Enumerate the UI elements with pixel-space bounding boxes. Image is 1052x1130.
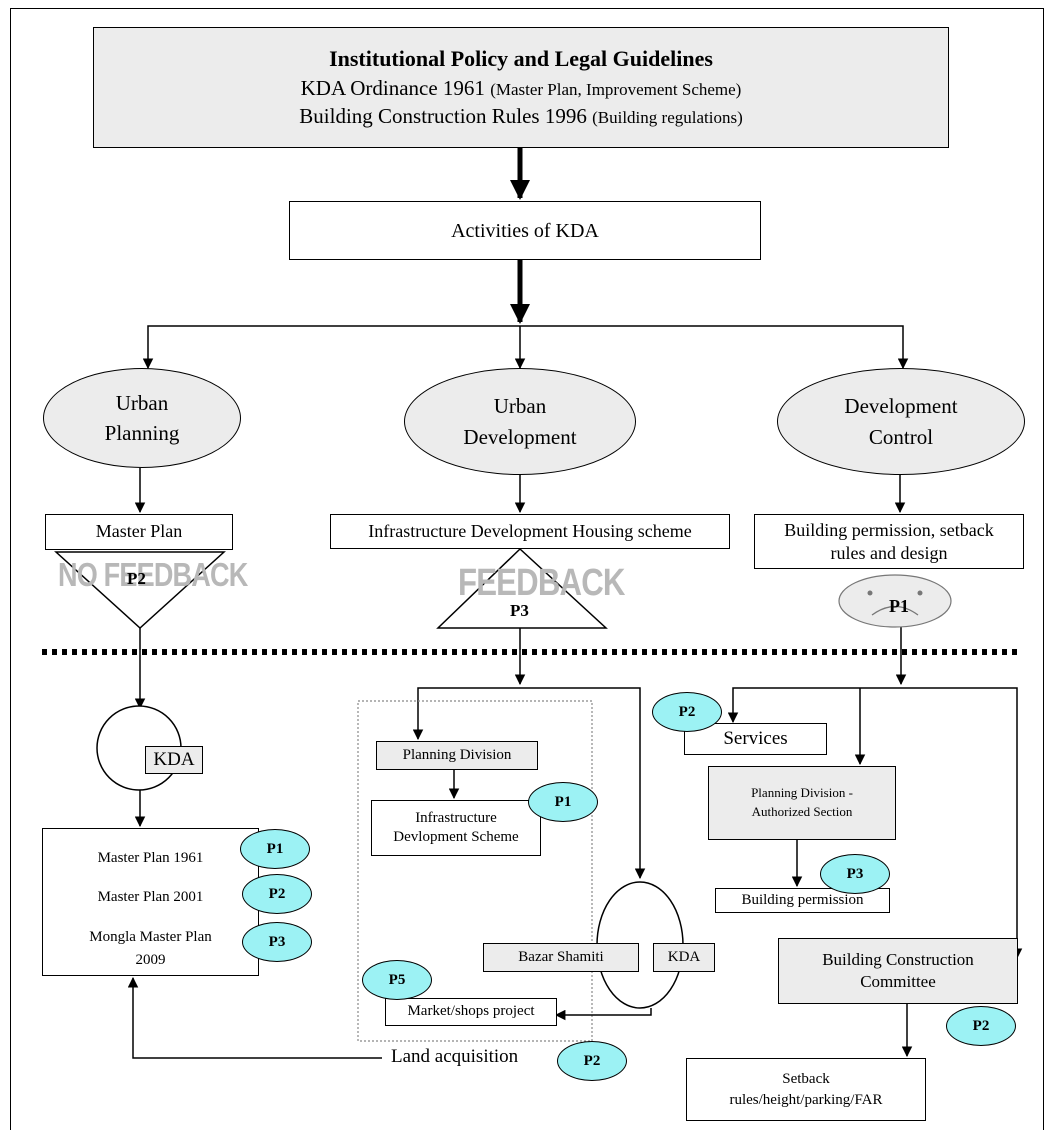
branch-distributor-line <box>142 325 909 370</box>
p2-badge-land: P2 <box>557 1041 627 1081</box>
split-to-planning-division <box>412 687 646 880</box>
header-title: Institutional Policy and Legal Guideline… <box>329 46 713 72</box>
split-to-services-and-committee <box>727 687 1023 960</box>
kda-label-middle: KDA <box>653 943 715 972</box>
p1-badge-scheme: P1 <box>528 782 598 822</box>
no-feedback-triangle <box>54 551 226 630</box>
mongla-master-plan-year: 2009 <box>135 951 166 968</box>
infrastructure-box: Infrastructure Development Housing schem… <box>330 514 730 549</box>
policy-header-box: Institutional Policy and Legal Guideline… <box>93 27 949 148</box>
master-plan-box: Master Plan <box>45 514 233 550</box>
market-shops-box: Market/shops project <box>385 998 557 1026</box>
kda-to-market-arrow <box>554 1008 652 1021</box>
services-box: Services <box>684 723 827 755</box>
master-plan-1961: Master Plan 1961 <box>97 850 204 866</box>
feedback-triangle <box>436 547 608 629</box>
activities-box: Activities of KDA <box>289 201 761 260</box>
planning-division-authorized-box: Planning Division -Authorized Section <box>708 766 896 840</box>
building-permission-result-box: Building permission <box>715 888 890 913</box>
bazar-shamiti-box: Bazar Shamiti <box>483 943 639 972</box>
mongla-master-plan: Mongla Master Plan <box>89 928 212 945</box>
p2-badge-master-plan: P2 <box>242 874 312 914</box>
p5-badge-market: P5 <box>362 960 432 1000</box>
p1-badge-master-plan: P1 <box>240 829 310 869</box>
master-plans-box: Master Plan 1961 Master Plan 2001 Mongla… <box>42 828 259 976</box>
feedback-watermark: FEEDBACK <box>458 562 625 604</box>
feedback-p3-label: P3 <box>510 601 529 620</box>
development-dashed-group <box>357 700 593 1042</box>
no-feedback-watermark: NO FEEDBACK <box>58 556 248 593</box>
p2-badge-services: P2 <box>652 692 722 732</box>
p3-badge-master-plan: P3 <box>242 922 312 962</box>
land-acquisition-arrow <box>127 976 382 1059</box>
planning-division-box: Planning Division <box>376 741 538 770</box>
header-line-rules: Building Construction Rules 1996 (Buildi… <box>299 104 743 129</box>
sad-face-p1-label: P1 <box>889 596 909 616</box>
land-acquisition-label: Land acquisition <box>391 1046 519 1067</box>
sad-face-icon <box>838 574 952 628</box>
diagram-frame <box>10 8 1044 1130</box>
p3-badge-permission: P3 <box>820 854 890 894</box>
no-feedback-p2-label: P2 <box>127 569 146 588</box>
master-plan-2001: Master Plan 2001 <box>97 889 204 906</box>
p2-badge-setback: P2 <box>946 1006 1016 1046</box>
kda-label-left: KDA <box>145 746 203 774</box>
header-line-ordinance: KDA Ordinance 1961 (Master Plan, Improve… <box>300 76 742 100</box>
